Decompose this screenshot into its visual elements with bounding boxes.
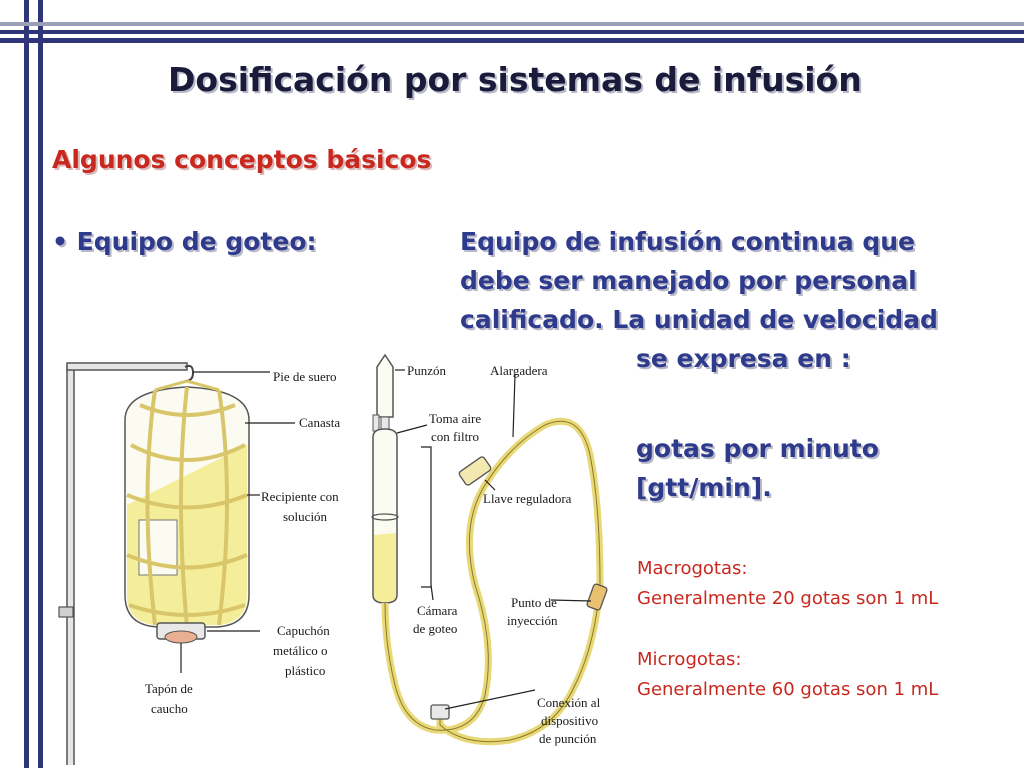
- left-callout-lines: [180, 371, 295, 673]
- drip-chamber: [371, 353, 399, 604]
- corner-stripe-horizontal-1: [0, 30, 1024, 34]
- units-line-2: [gtt/min].: [636, 473, 772, 502]
- macrogotas-label: Macrogotas:: [637, 558, 748, 579]
- bullet-label: • Equipo de goteo:: [52, 227, 317, 256]
- solution-bottle: [124, 379, 250, 628]
- label-canasta: Canasta: [299, 415, 340, 430]
- label-camara-1: Cámara: [417, 603, 458, 618]
- label-capuchon-3: plástico: [285, 663, 325, 678]
- roller-clamp: [458, 456, 492, 486]
- corner-stripe-horizontal-light: [0, 22, 1024, 26]
- label-tapon-1: Tapón de: [145, 681, 193, 696]
- label-conexion-1: Conexión al: [537, 695, 601, 710]
- label-conexion-2: dispositivo: [541, 713, 598, 728]
- right-callout-lines: [395, 369, 592, 710]
- macrogotas-text: Generalmente 20 gotas son 1 mL: [637, 588, 939, 609]
- label-conexion-3: de punción: [539, 731, 597, 746]
- label-punto-2: inyección: [507, 613, 558, 628]
- label-recipiente-1: Recipiente con: [261, 489, 339, 504]
- label-toma-aire-1: Toma aire: [429, 411, 481, 426]
- label-recipiente-2: solución: [283, 509, 328, 524]
- label-pie-de-suero: Pie de suero: [273, 369, 337, 384]
- label-capuchon-1: Capuchón: [277, 623, 330, 638]
- label-camara-2: de goteo: [413, 621, 457, 636]
- infusion-tubing: [381, 417, 604, 746]
- label-punto-1: Punto de: [511, 595, 557, 610]
- label-punzon: Punzón: [407, 363, 447, 378]
- label-llave-reguladora: Llave reguladora: [483, 491, 572, 506]
- injection-port: [586, 583, 608, 611]
- description-line-2: debe ser manejado por personal: [460, 266, 917, 295]
- microgotas-label: Microgotas:: [637, 649, 742, 670]
- microgotas-text: Generalmente 60 gotas son 1 mL: [637, 679, 939, 700]
- corner-stripe-vertical-2: [38, 0, 43, 768]
- label-capuchon-2: metálico o: [273, 643, 328, 658]
- description-line-1: Equipo de infusión continua que: [460, 227, 915, 256]
- label-toma-aire-2: con filtro: [431, 429, 479, 444]
- infusion-set-diagram: Pie de suero Canasta Recipiente con solu…: [58, 353, 608, 765]
- slide-title: Dosificación por sistemas de infusión: [168, 60, 862, 99]
- units-line-1: gotas por minuto: [636, 434, 879, 463]
- corner-stripe-horizontal-2: [0, 38, 1024, 43]
- corner-stripe-vertical-1: [24, 0, 29, 768]
- slide-subtitle: Algunos conceptos básicos: [52, 145, 432, 174]
- rubber-stopper: [164, 630, 198, 644]
- description-line-4: se expresa en :: [636, 344, 851, 373]
- label-alargadera: Alargadera: [490, 363, 548, 378]
- chamber-bracket: [421, 446, 432, 588]
- puncture-connector: [430, 704, 450, 720]
- description-line-3: calificado. La unidad de velocidad: [460, 305, 938, 334]
- label-tapon-2: caucho: [151, 701, 188, 716]
